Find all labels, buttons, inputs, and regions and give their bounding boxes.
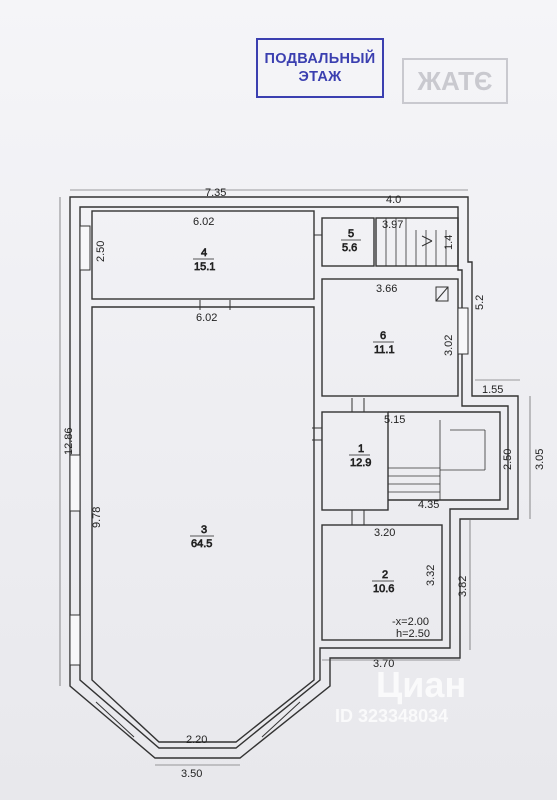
- dim-right-lower: 3.82: [457, 576, 469, 597]
- room-1-number: 1: [358, 443, 364, 455]
- room-5-area: 5.6: [342, 242, 357, 254]
- dim-room2-bottom: 3.70: [373, 658, 394, 670]
- room-4-walls: [91, 210, 315, 300]
- room-6-walls: [321, 278, 459, 397]
- walls: [69, 196, 519, 759]
- room-2-number: 2: [382, 569, 388, 581]
- cian-watermark: Циан ID 323348034: [335, 664, 466, 726]
- room-4-area: 15.1: [194, 261, 215, 273]
- dim-top-left: 7.35: [205, 187, 226, 199]
- dim-stair2-bottom: 4.35: [418, 499, 439, 511]
- room-3-area: 64.5: [191, 538, 212, 550]
- room-1-area: 12.9: [350, 457, 371, 469]
- floor-stamp: ПОДВАЛЬНЫЙ ЭТАЖ: [256, 38, 384, 98]
- room2-note-x: -x=2.00: [392, 616, 429, 628]
- outer-wall: [69, 196, 519, 759]
- watermark-id: ID 323348034: [335, 706, 448, 726]
- stair-treads: [385, 218, 486, 500]
- dim-room4-bottom: 6.02: [196, 312, 217, 324]
- dim-stair-right: 1.4: [443, 235, 455, 250]
- dim-right-outer: 3.05: [534, 449, 546, 470]
- stair-2-walls: [388, 411, 501, 501]
- dim-room2-top: 3.20: [374, 527, 395, 539]
- room-6-area: 11.1: [374, 344, 395, 356]
- room-6-number: 6: [380, 330, 386, 342]
- room-5-number: 5: [348, 228, 354, 240]
- room-labels: 4 15.1 5 5.6 6 11.1 1 12.9 3 64.5 2 10.6: [190, 228, 395, 595]
- dim-left-outer: 12.86: [63, 427, 75, 455]
- dim-room1-top: 5.15: [384, 414, 405, 426]
- dimension-lines: [59, 189, 531, 766]
- dim-step-horizontal: 1.55: [482, 384, 503, 396]
- stamp-line-2: ЭТАЖ: [298, 69, 342, 85]
- room-4-number: 4: [201, 247, 207, 259]
- stamp-line-1: ПОДВАЛЬНЫЙ: [264, 51, 376, 67]
- dim-room2-right: 3.32: [425, 565, 437, 586]
- dim-stair2-right: 2.50: [502, 449, 514, 470]
- windows-doors: [69, 225, 469, 738]
- dim-room6-right: 3.02: [443, 335, 455, 356]
- dim-stair-top: 3.97: [382, 219, 403, 231]
- outer-wall-inner: [79, 206, 509, 749]
- room2-note-h: h=2.50: [396, 628, 430, 640]
- dimension-labels: 7.35 4.0 12.86 9.78 6.02 6.02 2.50 3.97 …: [63, 187, 546, 780]
- room-3-number: 3: [201, 524, 207, 536]
- dim-room4-top: 6.02: [193, 216, 214, 228]
- dim-bay-inner: 2.20: [186, 734, 207, 746]
- dim-right-step: 5.2: [474, 295, 486, 310]
- dim-room4-left: 2.50: [95, 241, 107, 262]
- dim-room6-top: 3.66: [376, 283, 397, 295]
- room-2-area: 10.6: [373, 583, 394, 595]
- room-5-walls: [321, 217, 375, 267]
- room-3-walls: [91, 306, 315, 743]
- room-2-walls: [321, 524, 443, 641]
- dim-left-inner: 9.78: [91, 507, 103, 528]
- dim-top-right: 4.0: [386, 194, 401, 206]
- dim-bay-outer: 3.50: [181, 768, 202, 780]
- watermark-brand: Циан: [376, 664, 466, 705]
- stair-1-walls: [375, 217, 459, 267]
- room-1-walls: [321, 411, 389, 511]
